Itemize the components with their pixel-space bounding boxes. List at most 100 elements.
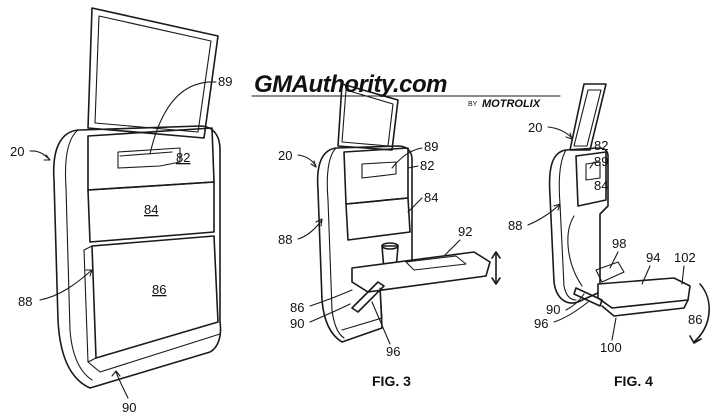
fig3-label-90: 90 xyxy=(290,316,304,331)
fig2-lower-panel-edge xyxy=(83,245,97,363)
fig2-label-86: 86 xyxy=(152,282,166,297)
fig3-support-arm xyxy=(351,281,385,313)
fig3-leader-86 xyxy=(309,289,353,307)
watermark-by: BY xyxy=(468,101,478,108)
fig3-tray-recess xyxy=(405,255,467,271)
fig3-leader-96 xyxy=(371,301,391,345)
fig3-arrowhead-20 xyxy=(310,160,317,168)
fig3-caption: FIG. 3 xyxy=(372,373,411,389)
fig3-leader-89 xyxy=(391,147,423,169)
fig4-label-86: 86 xyxy=(688,312,702,327)
fig4-tray-front xyxy=(597,297,689,309)
fig3-arrow-up xyxy=(491,251,501,259)
fig3-leader-84 xyxy=(407,197,423,213)
fig4-label-98: 98 xyxy=(612,236,626,251)
fig3-label-96: 96 xyxy=(386,344,400,359)
figure-2-seat xyxy=(52,7,222,389)
fig4-arrowhead-20 xyxy=(565,132,573,140)
fig3-middle-panel xyxy=(345,197,411,241)
fig3-screen-frame xyxy=(337,83,399,151)
fig3-side-bolster xyxy=(326,147,345,339)
fig2-label-90: 90 xyxy=(122,400,136,415)
fig3-label-20: 20 xyxy=(278,148,292,163)
fig3-arrowhead-88 xyxy=(315,218,323,227)
fig2-arrowhead-90 xyxy=(111,370,121,377)
fig2-label-89: 89 xyxy=(218,74,232,89)
fig3-leader-88 xyxy=(297,219,323,240)
fig2-side-bolster xyxy=(64,129,93,381)
fig4-side-bolster xyxy=(558,149,577,301)
fig4-label-100: 100 xyxy=(600,340,622,355)
fig2-middle-panel xyxy=(87,181,215,243)
fig4-leader-94 xyxy=(641,265,651,285)
fig2-screen-frame xyxy=(87,7,219,139)
fig4-leader-88 xyxy=(527,203,561,226)
fig4-leader-100 xyxy=(611,317,617,341)
fig4-screen-inner xyxy=(573,89,602,147)
fig4-latch xyxy=(595,261,625,283)
fig4-label-84: 84 xyxy=(594,178,608,193)
figure-3-labels: 20 89 82 84 88 92 86 90 96 FIG. 3 xyxy=(278,139,472,389)
fig2-leader-88 xyxy=(39,269,93,301)
fig4-leader-98 xyxy=(609,251,619,269)
fig3-screen-inner xyxy=(341,89,394,147)
fig2-leader-90 xyxy=(115,371,129,399)
figure-2-labels: 20 89 82 84 86 88 90 xyxy=(10,74,232,415)
fig2-lower-rim xyxy=(87,333,221,373)
fig4-label-20: 20 xyxy=(528,120,542,135)
fig2-lower-panel xyxy=(91,235,219,359)
fig4-label-102: 102 xyxy=(674,250,696,265)
fig4-handle-pocket xyxy=(585,161,601,181)
fig4-label-82: 82 xyxy=(594,138,608,153)
fig2-arrowhead-20 xyxy=(43,154,51,161)
fig2-label-88: 88 xyxy=(18,294,32,309)
fig4-label-96: 96 xyxy=(534,316,548,331)
fig2-handle-pocket xyxy=(117,147,181,169)
fig2-arrowhead-88 xyxy=(85,269,93,277)
fig3-label-89: 89 xyxy=(424,139,438,154)
watermark-brand: GMAuthority.com xyxy=(254,71,447,98)
fig2-seatback-shell xyxy=(52,125,222,389)
fig4-upper-panel xyxy=(575,151,607,207)
fig4-leader-96 xyxy=(553,301,589,323)
fig4-recess-curve xyxy=(567,215,583,287)
fig2-label-82: 82 xyxy=(176,150,190,165)
fig4-tray-table xyxy=(597,277,691,309)
fig2-screen-inner xyxy=(94,15,212,133)
fig3-leader-82 xyxy=(407,165,419,169)
fig3-label-84: 84 xyxy=(424,190,438,205)
fig3-label-82: 82 xyxy=(420,158,434,173)
fig4-seatback-shell xyxy=(548,147,609,304)
fig3-lower-base xyxy=(341,287,383,331)
figure-4-seat xyxy=(548,83,710,344)
fig4-label-88: 88 xyxy=(508,218,522,233)
fig3-handle-pocket xyxy=(361,161,397,179)
fig3-label-88: 88 xyxy=(278,232,292,247)
watermark-partner: MOTROLIX xyxy=(482,98,541,110)
figure-4-labels: 20 82 89 84 88 98 94 102 90 96 86 100 FI… xyxy=(508,120,702,389)
fig2-label-84: 84 xyxy=(144,202,158,217)
fig4-label-94: 94 xyxy=(646,250,660,265)
fig4-caption: FIG. 4 xyxy=(614,373,653,389)
fig4-leader-90 xyxy=(565,293,585,311)
fig3-label-92: 92 xyxy=(458,224,472,239)
fig4-support-arm xyxy=(573,287,603,307)
gmauthority-watermark: GMAuthority.com BY MOTROLIX xyxy=(251,71,561,110)
fig3-leader-90 xyxy=(309,303,351,323)
fig4-label-90: 90 xyxy=(546,302,560,317)
figure-3-seat xyxy=(316,83,501,343)
fig4-rotation-arrowhead xyxy=(689,335,702,344)
fig2-label-20: 20 xyxy=(10,144,24,159)
fig4-tray-underside xyxy=(601,299,689,317)
fig4-screen-frame xyxy=(569,83,607,151)
fig4-rotation-arrow xyxy=(693,283,710,343)
fig2-leader-89 xyxy=(149,81,217,155)
fig4-label-89: 89 xyxy=(594,154,608,169)
fig3-leader-92 xyxy=(443,239,461,257)
fig4-leader-20 xyxy=(547,126,573,139)
fig4-leader-89 xyxy=(589,161,595,169)
fig3-cup-rim xyxy=(381,242,399,250)
fig2-handle-slot xyxy=(119,151,173,157)
fig3-label-86: 86 xyxy=(290,300,304,315)
fig3-arrow-down xyxy=(491,277,501,285)
